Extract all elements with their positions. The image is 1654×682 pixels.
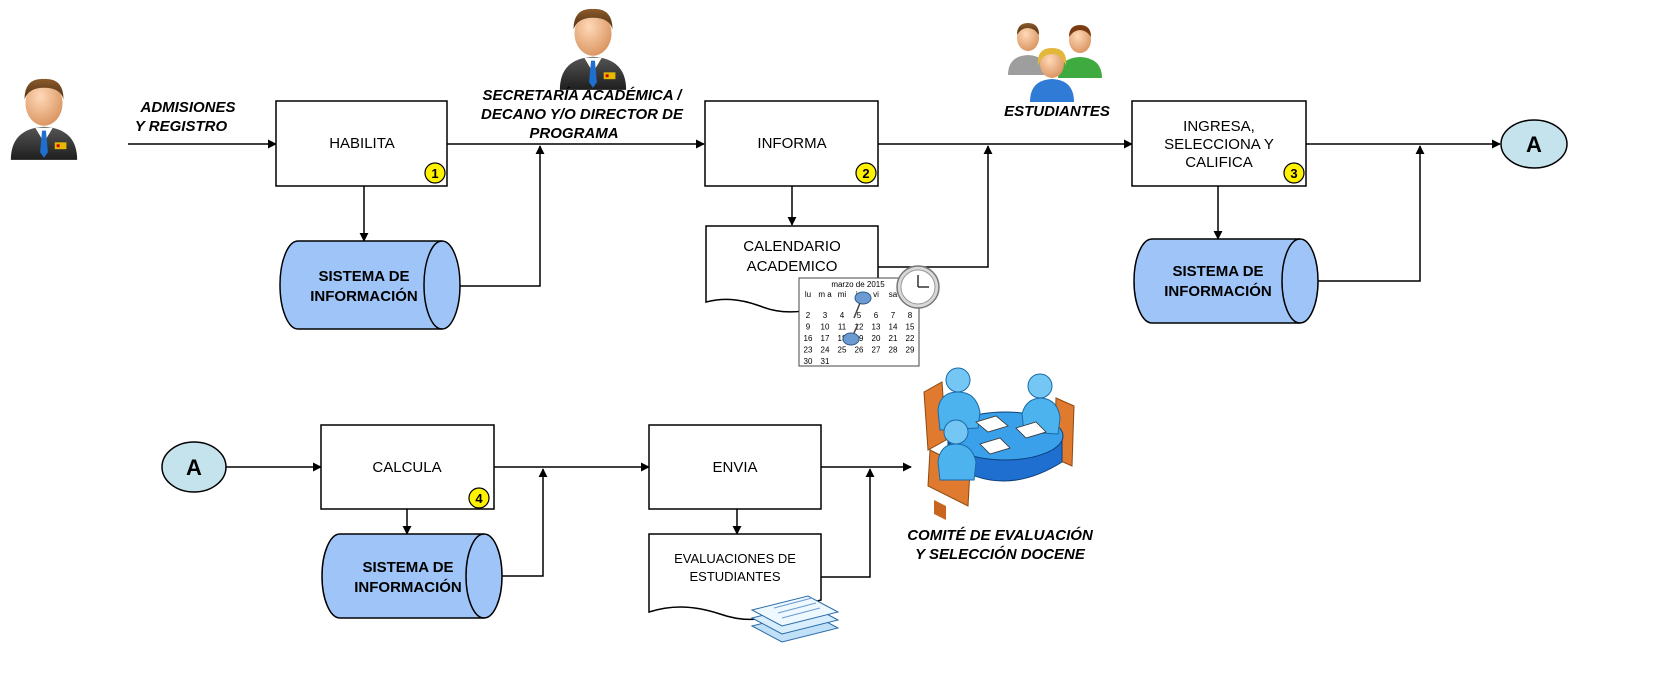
calendar-day: 28 (889, 346, 898, 355)
step-badge-1 (424, 162, 446, 184)
db1-label-line2: INFORMACIÓN (310, 287, 418, 305)
ingresa-label-line1: INGRESA, (1183, 118, 1255, 135)
calendar-day: 31 (821, 357, 830, 366)
db3-label-line2: INFORMACIÓN (1164, 282, 1272, 300)
estudiantes-label: ESTUDIANTES (1004, 103, 1110, 120)
database-3: SISTEMA DE INFORMACIÓN (1133, 238, 1319, 324)
calendar-day-header: vi (873, 290, 879, 299)
envia-label: ENVIA (712, 459, 757, 476)
process-ingresa: INGRESA, SELECCIONA Y CALIFICA 3 (1131, 100, 1307, 187)
admisiones-label-line1: ADMISIONES (139, 99, 235, 116)
db3-label-line1: SISTEMA DE (1172, 263, 1263, 280)
connector-a-out: A (1500, 119, 1568, 169)
database-2: SISTEMA DE INFORMACIÓN (321, 533, 503, 619)
calendar-day: 23 (804, 346, 813, 355)
process-informa: INFORMA 2 (704, 100, 879, 187)
calendar-clock-icon: marzo de 2015 lum amijuvisa2345678910111… (798, 265, 940, 367)
calendario-label-line1: CALENDARIO (743, 238, 841, 255)
informa-label: INFORMA (757, 135, 826, 152)
calendar-day: 9 (806, 323, 811, 332)
calendar-day-header: lu (805, 290, 811, 299)
calendar-day: 7 (891, 311, 896, 320)
db2-label-line2: INFORMACIÓN (354, 578, 462, 596)
paper-stack-icon (750, 595, 840, 643)
step-2-number: 2 (862, 166, 869, 181)
connector-in-label: A (186, 455, 202, 480)
calendar-day: 2 (806, 311, 811, 320)
habilita-label: HABILITA (329, 135, 395, 152)
ingresa-label-line3: CALIFICA (1185, 154, 1253, 171)
group-of-people-icon (1008, 23, 1102, 102)
calendar-day-header: m a (818, 290, 832, 299)
calendar-day: 25 (838, 346, 847, 355)
calendar-day: 30 (804, 357, 813, 366)
admisiones-actor: ADMISIONES Y REGISTRO (10, 78, 236, 160)
calendar-day: 27 (872, 346, 881, 355)
admisiones-label-line2: Y REGISTRO (135, 118, 228, 135)
calendar-title: marzo de 2015 (831, 280, 885, 289)
calendar-day: 17 (821, 334, 830, 343)
calendar-day: 13 (872, 323, 881, 332)
secretaria-label-line3: PROGRAMA (529, 125, 618, 142)
calendar-day: 3 (823, 311, 828, 320)
step-badge-2 (855, 162, 877, 184)
calendar-day: 11 (838, 323, 847, 332)
calendar-grid: lum amijuvisa234567891011121314151617181… (804, 290, 915, 366)
calendar-day: 24 (821, 346, 830, 355)
comite-label-line2: Y SELECCIÓN DOCENE (915, 545, 1086, 563)
db1-label-line1: SISTEMA DE (318, 268, 409, 285)
calendar-day: 26 (855, 346, 864, 355)
calendar-day: 22 (906, 334, 915, 343)
calendar-day: 20 (872, 334, 881, 343)
step-3-number: 3 (1290, 166, 1297, 181)
meeting-table-icon (923, 367, 1075, 520)
clock-icon (896, 265, 940, 309)
document-evaluaciones: EVALUACIONES DE ESTUDIANTES (648, 533, 822, 621)
calendar-day-header: mi (838, 290, 847, 299)
calendar-day: 15 (906, 323, 915, 332)
process-envia: ENVIA (648, 424, 822, 510)
step-badge-4 (468, 487, 490, 509)
calendar-day: 10 (821, 323, 830, 332)
evaluaciones-label-line2: ESTUDIANTES (689, 569, 780, 584)
connector-out-label: A (1526, 132, 1542, 157)
businessman-icon (10, 78, 78, 160)
secretaria-actor: SECRETARÍA ACADÉMICA / DECANO Y/O DIRECT… (481, 8, 684, 142)
calendar-day: 8 (908, 311, 913, 320)
pushpin-icon (842, 291, 872, 346)
comite-label-line1: COMITÉ DE EVALUACIÓN (907, 526, 1094, 544)
calendar-day: 14 (889, 323, 898, 332)
businessman-icon (559, 8, 627, 90)
calendar-day: 18 (838, 334, 847, 343)
step-4-number: 4 (475, 491, 483, 506)
secretaria-label-line2: DECANO Y/O DIRECTOR DE (481, 106, 684, 123)
calendar-day: 29 (906, 346, 915, 355)
estudiantes-actor: ESTUDIANTES (1004, 23, 1110, 120)
calendar-day: 21 (889, 334, 898, 343)
ingresa-label-line2: SELECCIONA Y (1164, 136, 1274, 153)
step-1-number: 1 (431, 166, 438, 181)
row2-connectors (226, 462, 912, 578)
calendar-day: 4 (840, 311, 845, 320)
database-1: SISTEMA DE INFORMACIÓN (279, 240, 461, 330)
secretaria-label-line1: SECRETARÍA ACADÉMICA / (483, 87, 684, 104)
process-calcula: CALCULA 4 (320, 424, 495, 510)
calendar-day: 6 (874, 311, 879, 320)
calendar-day: 12 (855, 323, 864, 332)
connector-a-in: A (161, 441, 227, 493)
comite-actor: COMITÉ DE EVALUACIÓN Y SELECCIÓN DOCENE (907, 367, 1094, 563)
calcula-label: CALCULA (372, 459, 441, 476)
step-badge-3 (1283, 162, 1305, 184)
calendar-day: 5 (857, 311, 862, 320)
evaluaciones-label-line1: EVALUACIONES DE (674, 551, 796, 566)
calendar-day: 16 (804, 334, 813, 343)
db2-label-line1: SISTEMA DE (362, 559, 453, 576)
calendario-label-line2: ACADEMICO (747, 258, 838, 275)
calendar-day-header: sa (889, 290, 898, 299)
process-habilita: HABILITA 1 (275, 100, 448, 187)
